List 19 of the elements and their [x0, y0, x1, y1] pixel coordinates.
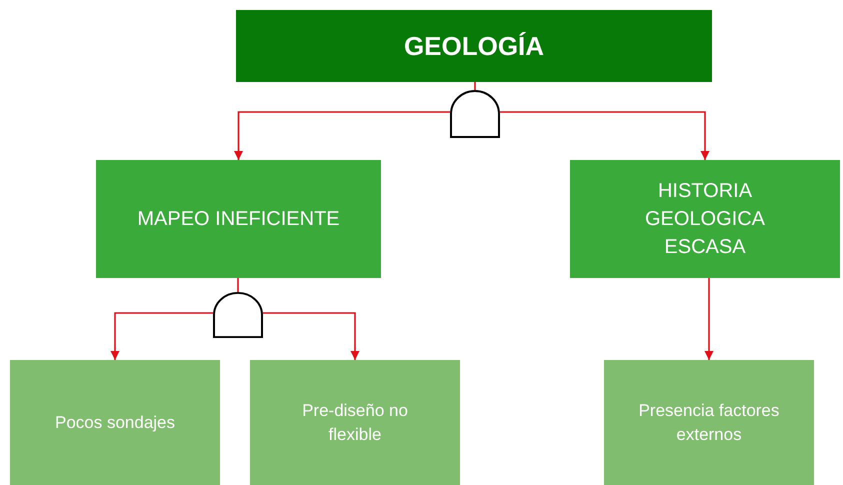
- event-box: [570, 160, 840, 278]
- arrow: [263, 312, 360, 360]
- arrow: [500, 111, 710, 160]
- basic-event-box: [604, 360, 814, 485]
- arrow: [704, 278, 714, 360]
- arrow: [234, 111, 450, 160]
- basic-event-box: [250, 360, 460, 485]
- top-event-box: [236, 10, 712, 82]
- event-box: [96, 160, 381, 278]
- arrow: [110, 312, 213, 360]
- node-label: Pre-diseño no flexible: [301, 400, 409, 446]
- connector-line: [474, 82, 476, 90]
- node-label: MAPEO INEFICIENTE: [137, 207, 340, 232]
- connector-line: [237, 278, 239, 292]
- basic-event-box: [10, 360, 220, 485]
- node-label: GEOLOGÍA: [404, 30, 544, 63]
- node-label: HISTORIA GEOLOGICA ESCASA: [644, 179, 766, 260]
- node-label: Pocos sondajes: [54, 412, 176, 434]
- node-label: Presencia factores externos: [638, 400, 780, 446]
